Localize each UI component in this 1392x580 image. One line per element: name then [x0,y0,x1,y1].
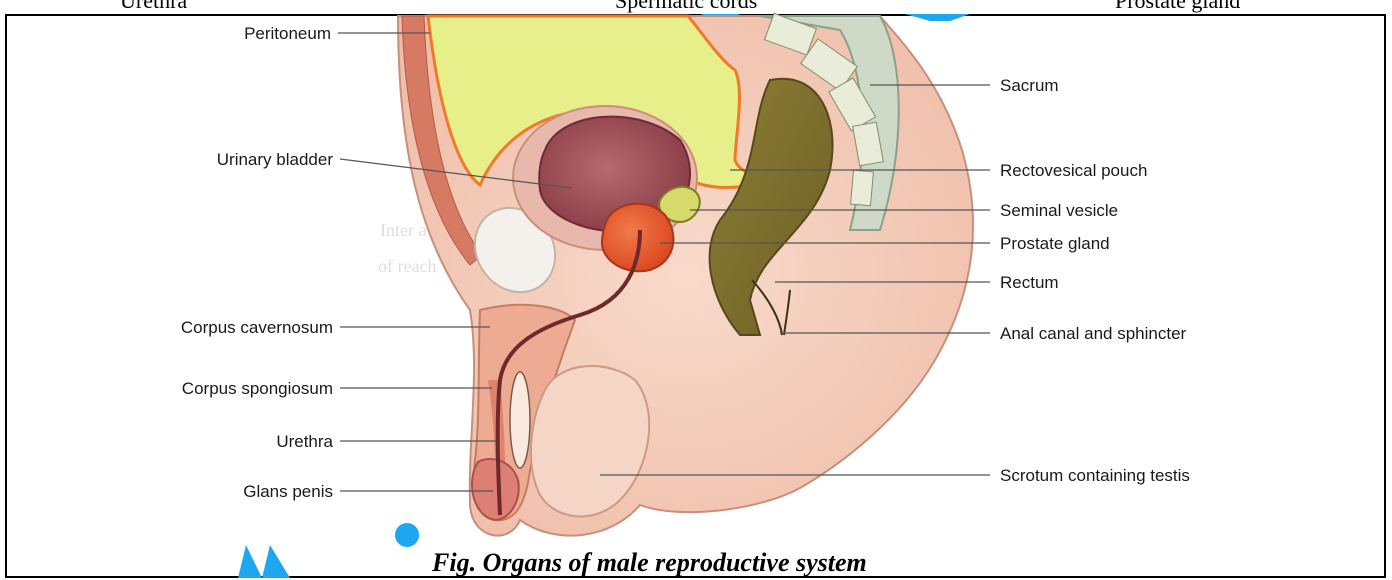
label-corpus-spongiosum: Corpus spongiosum [182,379,333,398]
label-rectum: Rectum [1000,273,1059,292]
svg-text:of reach: of reach [378,256,436,276]
label-sacrum: Sacrum [1000,76,1059,95]
label-prostate-gland: Prostate gland [1000,234,1110,253]
glans-penis [472,459,519,520]
label-seminal-vesicle: Seminal vesicle [1000,201,1118,220]
label-scrotum: Scrotum containing testis [1000,466,1190,485]
label-rectovesical-pouch: Rectovesical pouch [1000,161,1147,180]
testis [510,372,530,468]
label-glans-penis: Glans penis [243,482,333,501]
label-peritoneum: Peritoneum [244,24,331,43]
label-corpus-cavernosum: Corpus cavernosum [181,318,333,337]
label-urethra: Urethra [276,432,333,451]
label-anal-canal: Anal canal and sphincter [1000,324,1187,343]
figure-caption: Fig. Organs of male reproductive system [432,549,867,577]
svg-text:Inter a: Inter a [380,220,426,240]
label-urinary-bladder: Urinary bladder [217,150,334,169]
